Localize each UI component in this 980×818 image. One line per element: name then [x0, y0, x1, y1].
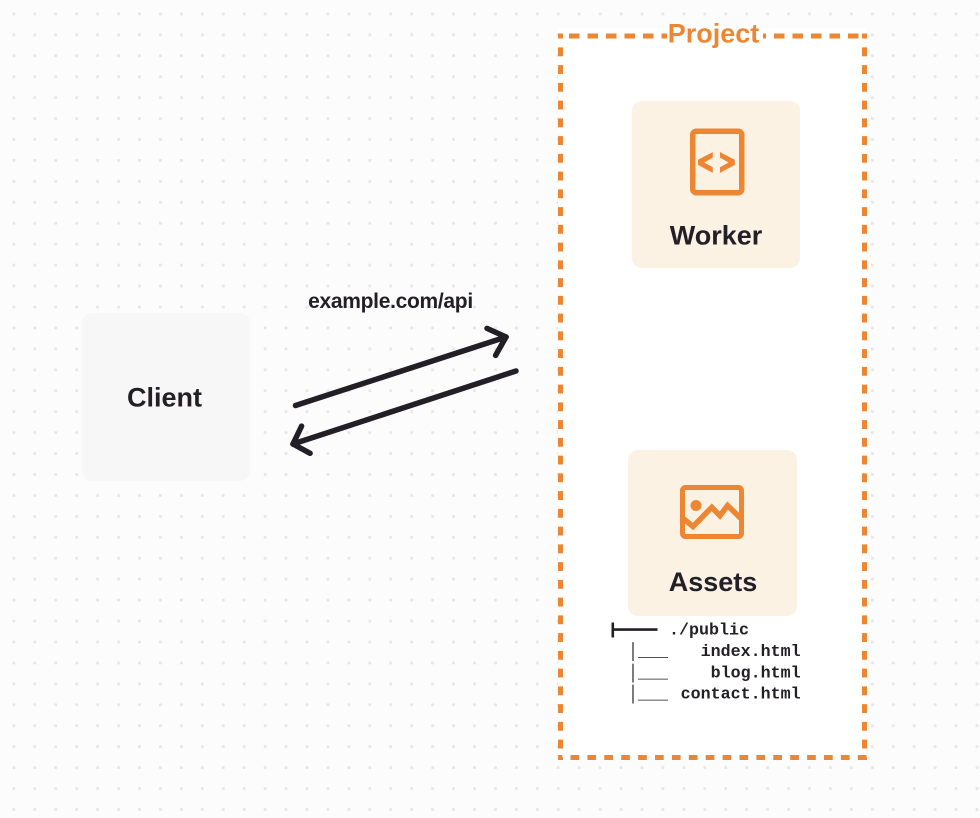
svg-text:Assets: Assets: [669, 567, 758, 597]
svg-text:contact.html: contact.html: [681, 686, 801, 705]
svg-text:Project: Project: [668, 19, 760, 49]
svg-text:example.com/api: example.com/api: [308, 290, 473, 313]
svg-text:Worker: Worker: [670, 221, 763, 251]
svg-text:index.html: index.html: [701, 643, 801, 662]
svg-text:Client: Client: [127, 382, 202, 412]
svg-text:│___: │___: [608, 685, 669, 705]
svg-text:│___: │___: [608, 642, 669, 662]
svg-text:│___: │___: [608, 663, 669, 683]
svg-text:blog.html: blog.html: [711, 664, 801, 683]
svg-text:./public: ./public: [669, 622, 749, 641]
